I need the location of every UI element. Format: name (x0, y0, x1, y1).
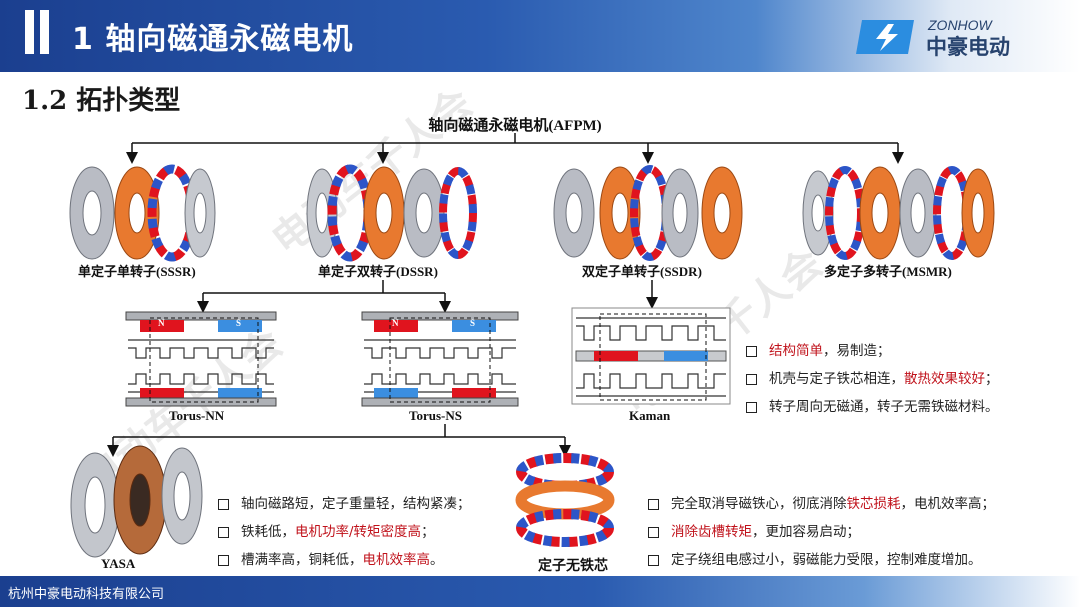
company-name: 杭州中豪电动科技有限公司 (8, 587, 165, 602)
list-item: 机壳与定子铁芯相连，散热效果较好； (746, 365, 999, 393)
topology-label-dssr: 单定子双转子(DSSR) (318, 264, 438, 279)
checkbox-icon (218, 498, 229, 510)
coreless-motor-illustration (515, 453, 615, 547)
variant-label-kaman: Kaman (629, 408, 671, 423)
header-bar: 1 轴向磁通永磁电机 ZONHOW 中豪电动 (0, 0, 1080, 72)
header-accent-bar (25, 10, 34, 54)
list-item: 定子绕组电感过小，弱磁能力受限，控制难度增加。 (648, 546, 995, 574)
list-item: 消除齿槽转矩，更加容易启动； (648, 518, 995, 546)
checkbox-icon (746, 401, 757, 413)
svg-text:中豪电动: 中豪电动 (926, 35, 1010, 59)
checkbox-icon (648, 554, 659, 566)
pole-label-n: N (392, 318, 399, 328)
topology-label-msmr: 多定子多转子(MSMR) (824, 264, 952, 279)
tree-root-label: 轴向磁通永磁电机(AFPM) (428, 118, 602, 134)
dssr-motor-illustration (306, 164, 477, 262)
checkbox-icon (746, 345, 757, 357)
coreless-feature-list: 完全取消导磁铁心，彻底消除铁芯损耗，电机效率高； 消除齿槽转矩，更加容易启动； … (648, 490, 995, 574)
pole-label-s: S (470, 318, 476, 328)
torus-ns-cross-section (361, 311, 519, 407)
list-item: 轴向磁路短，定子重量轻，结构紧凑； (218, 490, 471, 518)
checkbox-icon (746, 373, 757, 385)
list-item: 完全取消导磁铁心，彻底消除铁芯损耗，电机效率高； (648, 490, 995, 518)
zonhow-logo: ZONHOW 中豪电动 (856, 17, 1010, 59)
checkbox-icon (648, 526, 659, 538)
topology-label-ssdr: 双定子单转子(SSDR) (582, 264, 702, 279)
list-item: 结构简单，易制造； (746, 337, 999, 365)
svg-text:ZONHOW: ZONHOW (927, 17, 994, 33)
variant-label-yasa: YASA (101, 556, 136, 571)
header-accent-bar (40, 10, 49, 54)
checkbox-icon (648, 498, 659, 510)
list-item: 转子周向无磁通，转子无需铁磁材料。 (746, 393, 999, 421)
list-item: 槽满率高，铜耗低，电机效率高。 (218, 546, 471, 574)
variant-label-torus-ns: Torus-NS (409, 408, 462, 423)
checkbox-icon (218, 554, 229, 566)
torus-nn-cross-section (125, 311, 277, 407)
yasa-motor-illustration (70, 445, 203, 558)
section-title: 1.2 拓扑类型 (22, 86, 181, 116)
ssdr-motor-illustration (553, 165, 743, 261)
variant-label-coreless: 定子无铁芯 (538, 559, 608, 574)
yasa-feature-list: 轴向磁路短，定子重量轻，结构紧凑； 铁耗低，电机功率/转矩密度高； 槽满率高，铜… (218, 490, 471, 574)
pole-label-n: N (158, 318, 165, 328)
footer-bar: 杭州中豪电动科技有限公司 (0, 576, 1080, 607)
kaman-cross-section (571, 307, 731, 405)
msmr-motor-illustration (802, 166, 995, 260)
list-item: 铁耗低，电机功率/转矩密度高； (218, 518, 471, 546)
sssr-motor-illustration (69, 164, 216, 262)
checkbox-icon (218, 526, 229, 538)
page-title: 1 轴向磁通永磁电机 (72, 22, 354, 57)
variant-label-torus-nn: Torus-NN (169, 408, 225, 423)
pole-label-s: S (236, 318, 242, 328)
topology-label-sssr: 单定子单转子(SSSR) (78, 264, 196, 279)
kaman-feature-list: 结构简单，易制造； 机壳与定子铁芯相连，散热效果较好； 转子周向无磁通，转子无需… (746, 337, 999, 421)
